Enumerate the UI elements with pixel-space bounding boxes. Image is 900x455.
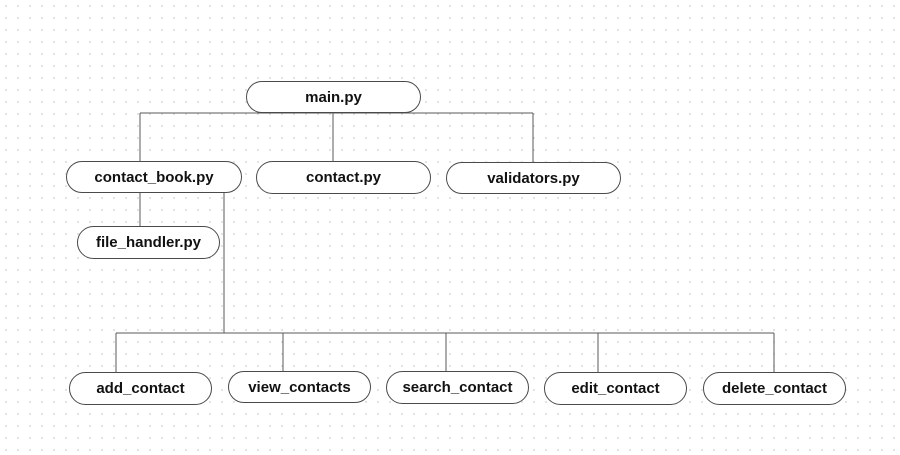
node-add-contact: add_contact	[69, 372, 212, 405]
node-validators-py: validators.py	[446, 162, 621, 194]
node-contact-book-py: contact_book.py	[66, 161, 242, 193]
node-file-handler-py: file_handler.py	[77, 226, 220, 259]
node-edit-contact: edit_contact	[544, 372, 687, 405]
node-delete-contact: delete_contact	[703, 372, 846, 405]
node-view-contacts: view_contacts	[228, 371, 371, 403]
node-main-py: main.py	[246, 81, 421, 113]
node-contact-py: contact.py	[256, 161, 431, 194]
node-search-contact: search_contact	[386, 371, 529, 404]
